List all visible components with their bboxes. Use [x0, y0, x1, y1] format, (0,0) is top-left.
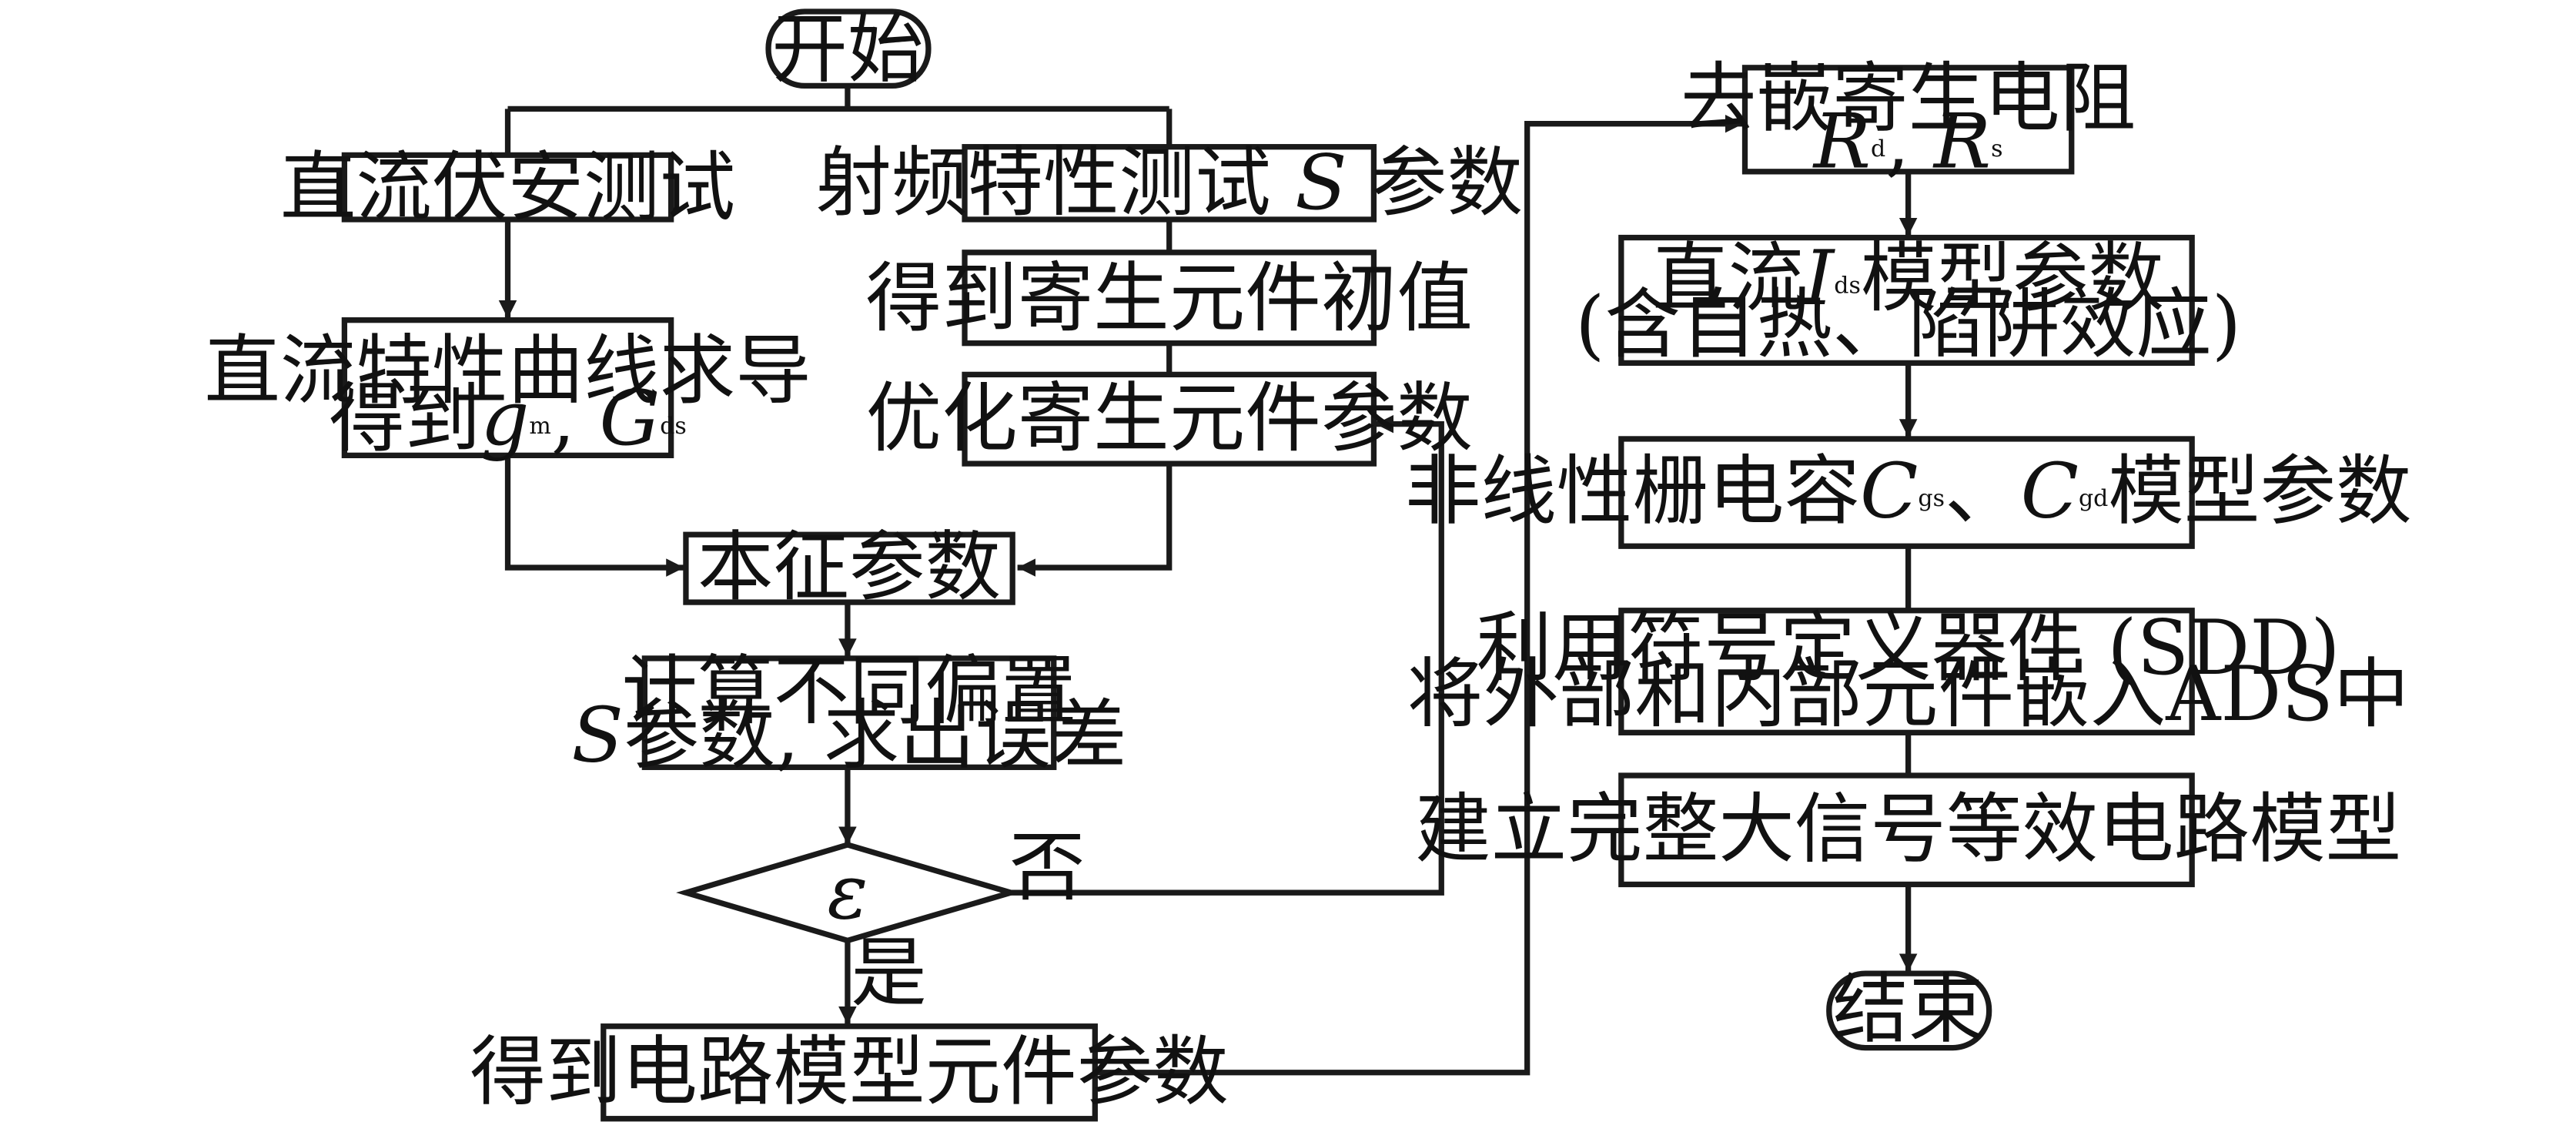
- dc-ids-node: 直流Ids模型参数 (含自热、陷阱效应): [1575, 234, 2241, 369]
- symbol-Cgs-sub: gs: [1918, 485, 1945, 512]
- get-model-params-label: 得到电路模型元件参数: [470, 1029, 1228, 1117]
- parasitic-initial-node: 得到寄生元件初值: [866, 250, 1473, 347]
- start-label: 开始: [771, 5, 923, 93]
- symbol-G-sub: ds: [660, 412, 687, 439]
- label-yes: 是: [851, 929, 927, 1017]
- symbol-Rs: R: [1932, 98, 1991, 186]
- optimize-parasitic-label: 优化寄生元件参数: [866, 375, 1473, 463]
- label-no: 否: [1009, 824, 1086, 912]
- symbol-I: I: [1802, 235, 1835, 323]
- deembed-node: 去嵌寄生电阻 Rd, Rs: [1681, 55, 2136, 186]
- build-model-node: 建立完整大信号等效电路模型: [1415, 772, 2401, 888]
- cap-prefix: 非线性栅电容: [1405, 448, 1860, 536]
- optimize-parasitic-node: 优化寄生元件参数: [866, 371, 1473, 467]
- build-model-label: 建立完整大信号等效电路模型: [1415, 786, 2401, 874]
- symbol-G: G: [600, 375, 661, 463]
- connectors: [498, 84, 1918, 1076]
- cap-suffix: 模型参数: [2108, 448, 2411, 536]
- decision-node: ε: [676, 842, 1021, 944]
- symbol-I-sub: ds: [1834, 272, 1861, 299]
- dc-iv-test-node: 直流伏安测试: [280, 144, 735, 232]
- compute-line2: S参数, 求出误差: [571, 692, 1126, 780]
- symbol-Rd-sub: d: [1871, 135, 1885, 162]
- deembed-line1: 去嵌寄生电阻: [1681, 55, 2136, 143]
- dc-derivative-sep: ,: [551, 375, 600, 463]
- dc-ids-line2: (含自热、陷阱效应): [1575, 281, 2241, 369]
- symbol-Cgd: C: [2021, 448, 2079, 536]
- sdd-node: 利用符号定义器件 (SDD) 将外部和内部元件嵌入ADS中: [1407, 605, 2410, 739]
- symbol-S: S: [1295, 139, 1347, 227]
- dc-derivative-prefix: 得到: [329, 375, 480, 463]
- compute-symbol-S: S: [571, 692, 624, 780]
- symbol-Cgs: C: [1860, 448, 1918, 536]
- symbol-Rd: R: [1812, 98, 1871, 186]
- capacitance-label: 非线性栅电容Cgs、Cgd模型参数: [1405, 448, 2412, 536]
- start-node: 开始: [765, 5, 932, 93]
- sdd-line1: 利用符号定义器件 (SDD): [1477, 605, 2340, 692]
- intrinsic-params-node: 本征参数: [683, 524, 1015, 611]
- dc-ids-suffix: 模型参数: [1861, 235, 2164, 323]
- dc-derivative-line2: 得到gm, Gds: [329, 375, 687, 463]
- deembed-line2: Rd, Rs: [1812, 98, 2003, 186]
- symbol-g: g: [480, 375, 529, 463]
- end-label: 结束: [1832, 966, 1984, 1053]
- dc-derivative-line1: 直流特性曲线求导: [204, 327, 811, 415]
- compute-error-node: 计算不同偏置 S参数, 求出误差: [571, 648, 1126, 780]
- symbol-Rs-sub: s: [1991, 135, 2002, 162]
- compute-line2-text: 参数, 求出误差: [624, 692, 1127, 780]
- cap-sep: 、: [1945, 448, 2021, 536]
- parasitic-initial-label: 得到寄生元件初值: [866, 255, 1473, 343]
- capacitance-node: 非线性栅电容Cgs、Cgd模型参数: [1405, 436, 2412, 549]
- compute-line1: 计算不同偏置: [621, 648, 1076, 735]
- deembed-sep: ,: [1885, 98, 1934, 186]
- rf-s-test-prefix: 射频特性测试: [815, 139, 1295, 227]
- dc-ids-line1: 直流Ids模型参数: [1652, 235, 2164, 323]
- dc-iv-test-label: 直流伏安测试: [280, 144, 735, 232]
- end-node: 结束: [1826, 966, 1992, 1053]
- intrinsic-params-label: 本征参数: [698, 524, 1001, 611]
- symbol-Cgd-sub: gd: [2079, 485, 2108, 512]
- dc-derivative-node: 直流特性曲线求导 得到gm, Gds: [204, 317, 811, 463]
- decision-epsilon: ε: [827, 849, 868, 936]
- get-model-params-node: 得到电路模型元件参数: [470, 1023, 1229, 1122]
- symbol-g-sub: m: [529, 412, 550, 439]
- rf-s-test-suffix: 参数: [1347, 139, 1523, 227]
- rf-s-test-node: 射频特性测试 S 参数: [815, 139, 1523, 227]
- dc-ids-prefix: 直流: [1652, 235, 1804, 323]
- sdd-line2: 将外部和内部元件嵌入ADS中: [1407, 651, 2410, 739]
- rf-s-test-label: 射频特性测试 S 参数: [815, 139, 1523, 227]
